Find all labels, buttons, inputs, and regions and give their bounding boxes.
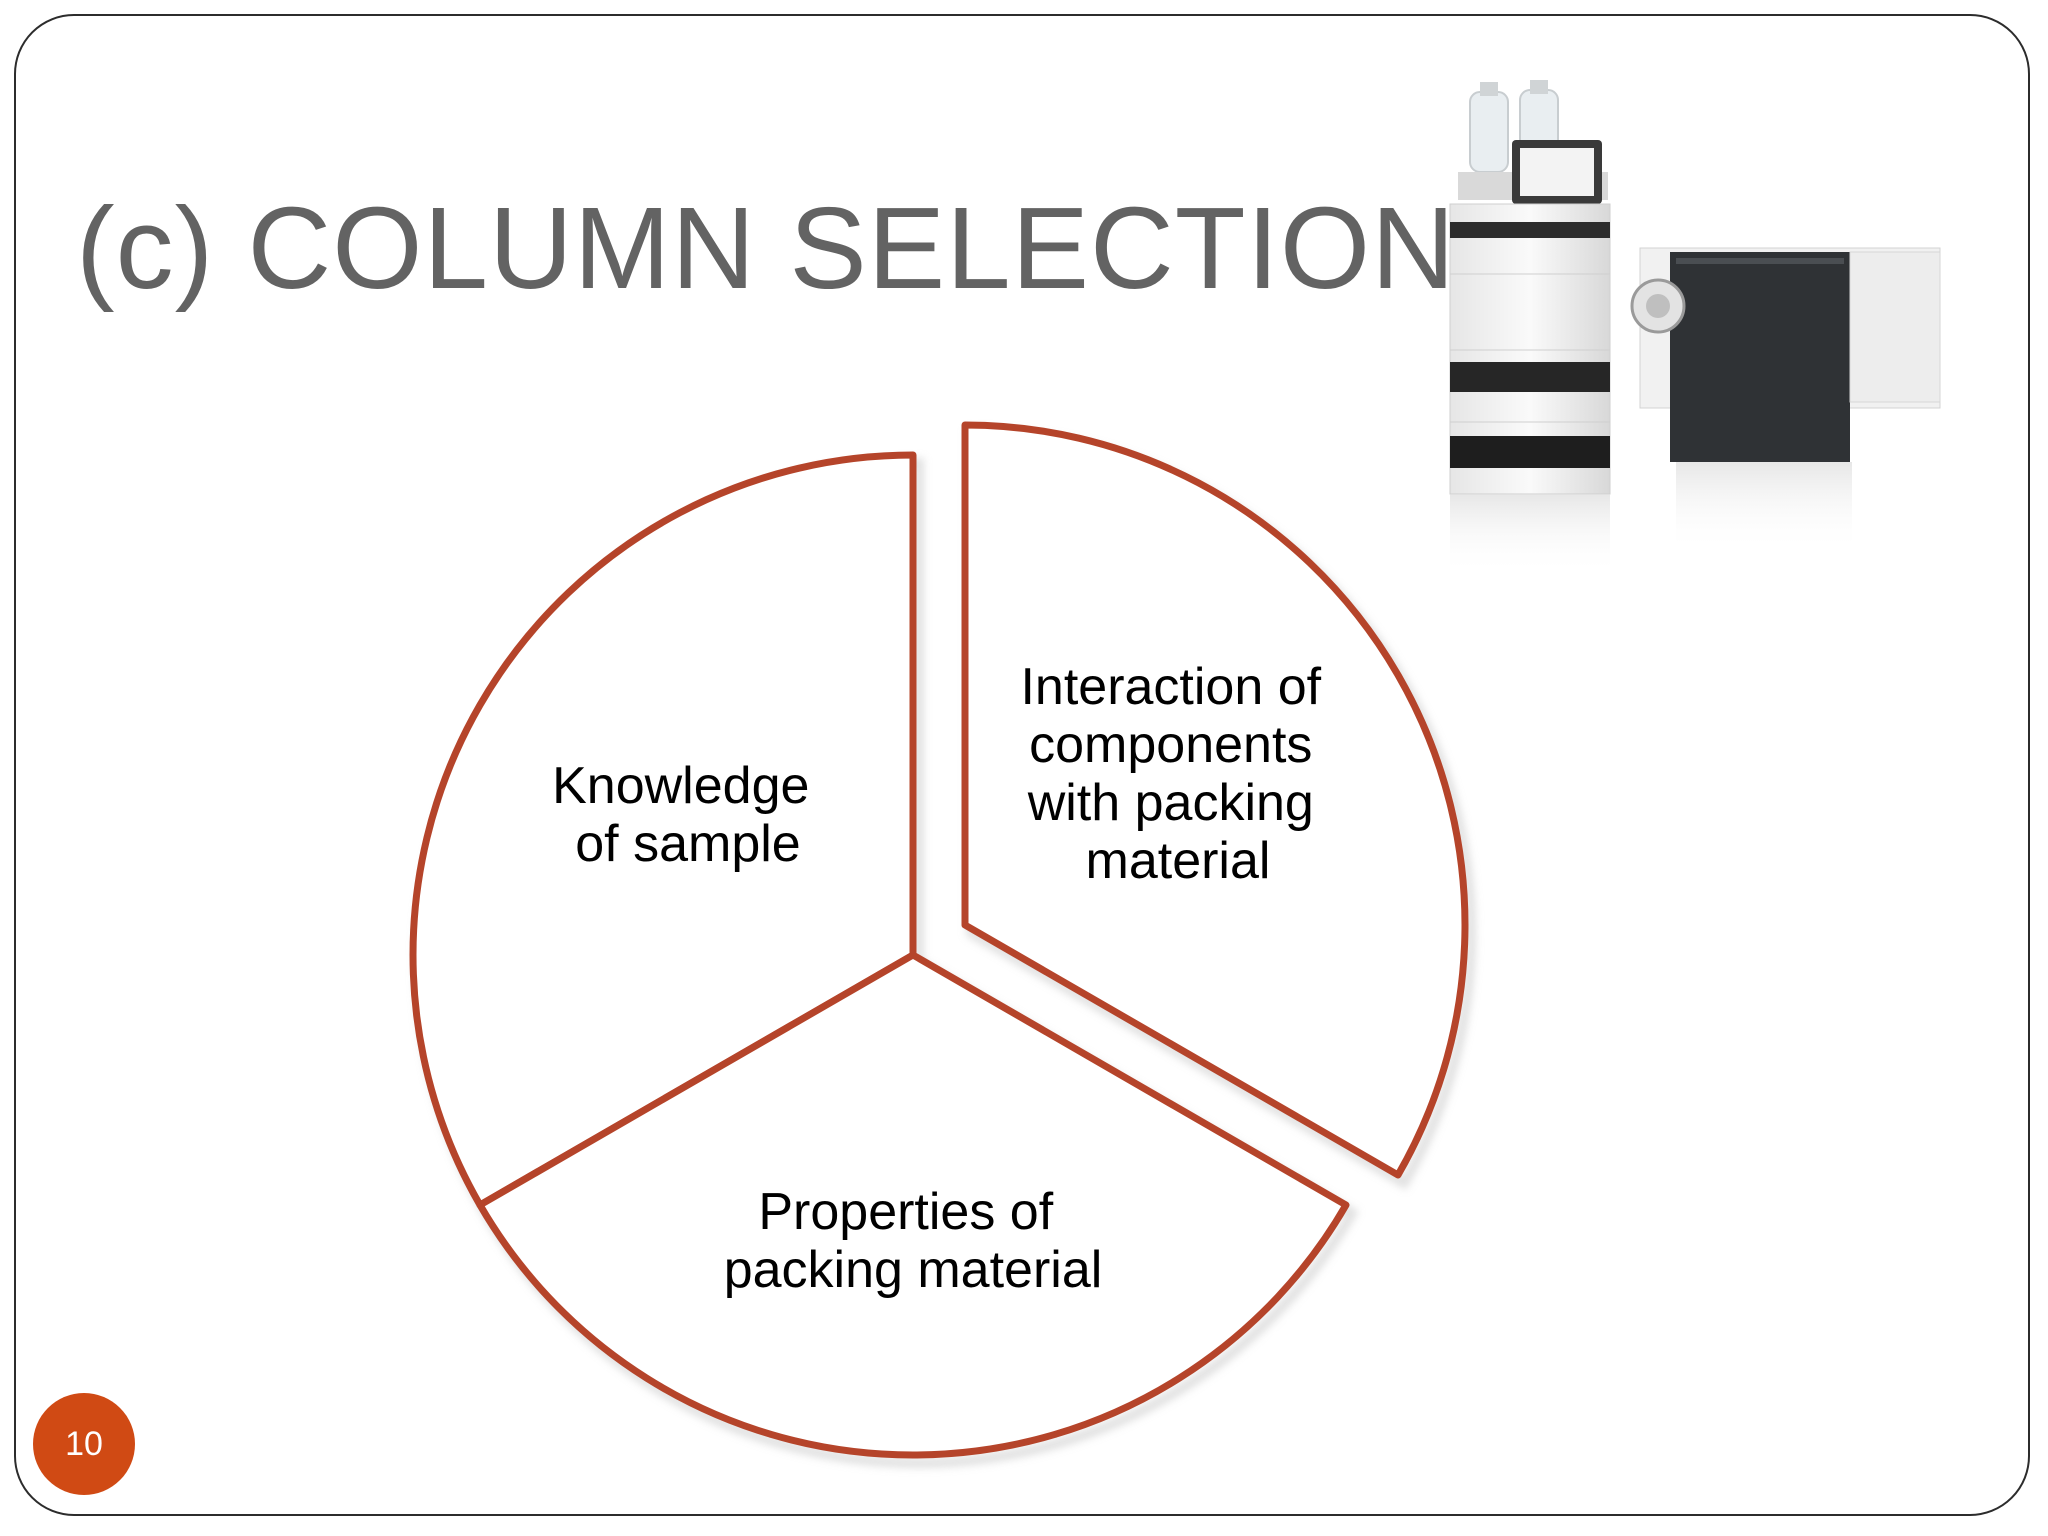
segment-knowledge-of-sample-outline [409, 451, 917, 1209]
segment-properties-of-packing-material-outline [476, 951, 1350, 1459]
slide-title: (c) COLUMN SELECTION [76, 183, 1456, 313]
segment-properties-of-packing-material: Properties of packing material [476, 951, 1350, 1459]
segment-interaction-of-components-label: Interaction of components with packing m… [1020, 658, 1335, 890]
segment-interaction-of-components: Interaction of components with packing m… [961, 421, 1469, 1179]
page-number: 10 [65, 1424, 103, 1463]
segment-interaction-of-components-outline [961, 421, 1469, 1179]
segment-properties-of-packing-material-label: Properties of packing material [724, 1183, 1103, 1299]
page-number-badge: 10 [33, 1393, 135, 1495]
hplc-instrument-icon [1449, 80, 1941, 574]
segment-knowledge-of-sample: Knowledge of sample [409, 451, 917, 1209]
segment-knowledge-of-sample-label: Knowledge of sample [552, 757, 824, 873]
